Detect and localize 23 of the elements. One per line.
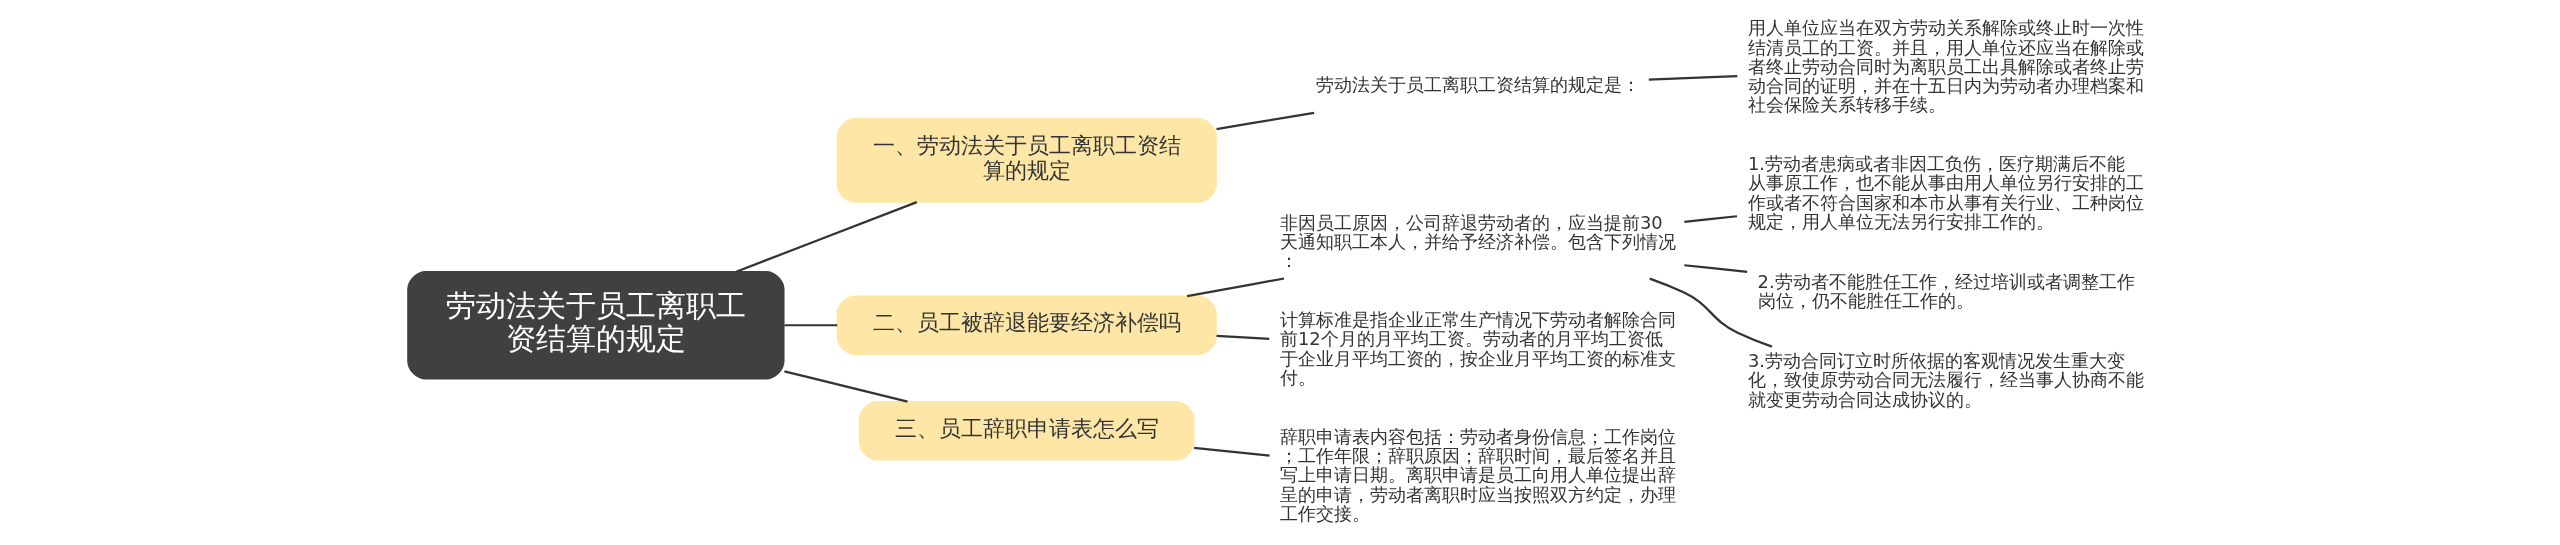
connector [1649,277,1773,348]
node-text: 2.劳动者不能胜任工作，经过培训或者调整工作岗位，仍不能胜任工作的。 [1757,270,2135,311]
node-box: 三、员工辞职申请表怎么写 [858,401,1195,461]
node-box: 二、员工被辞退能要经济补偿吗 [836,295,1217,355]
node-box: 一、劳动法关于员工离职工资结算的规定 [836,118,1217,203]
node-text: 用人单位应当在双方劳动关系解除或终止时一次性结清员工的工资。并且，用人单位还应当在解除或者终止劳动合同时为离职员工出具解除或者终止劳动合同的证明，并在十五日内为劳动者办理档案和社会保险关系转移手续。 [1747,17,2144,116]
connector [784,324,838,327]
connector [735,201,918,273]
node-text: 1.劳动者患病或者非因工负伤，医疗期满后不能从事原工作，也不能从事由用人单位另行安排的工作或者不符合国家和本市从事有关行业、工种岗位规定，用人单位无法另行安排工作的。 [1747,153,2144,233]
node-text: 计算标准是指企业正常生产情况下劳动者解除合同前12个月的月平均工资。劳动者的月平均工资低于企业月平均工资的，按企业月平均工资的标准支付。 [1280,309,1676,389]
connector [1186,277,1285,298]
connector [1684,215,1738,223]
connector [1216,334,1270,340]
connector [1684,264,1748,273]
node-text: 非因员工原因，公司辞退劳动者的，应当提前30天通知职工本人，并给予经济补偿。包含下列情况： [1280,211,1676,272]
connector [1216,111,1315,131]
node-text: 劳动法关于员工离职工资结算的规定是： [1315,73,1640,95]
connector [1648,75,1738,81]
connector [784,370,908,403]
connector [1193,446,1270,457]
node-box: 劳动法关于员工离职工资结算的规定 [407,271,785,380]
node-text: 辞职申请表内容包括：劳动者身份信息；工作岗位；工作年限；辞职原因；辞职时间，最后签名并且写上申请日期。离职申请是员工向用人单位提出辞呈的申请，劳动者离职时应当按照双方约定，办理工作交接。 [1280,425,1676,524]
node-text: 3.劳动合同订立时所依据的客观情况发生重大变化，致使原劳动合同无法履行，经当事人协商不能就变更劳动合同达成协议的。 [1747,349,2144,410]
